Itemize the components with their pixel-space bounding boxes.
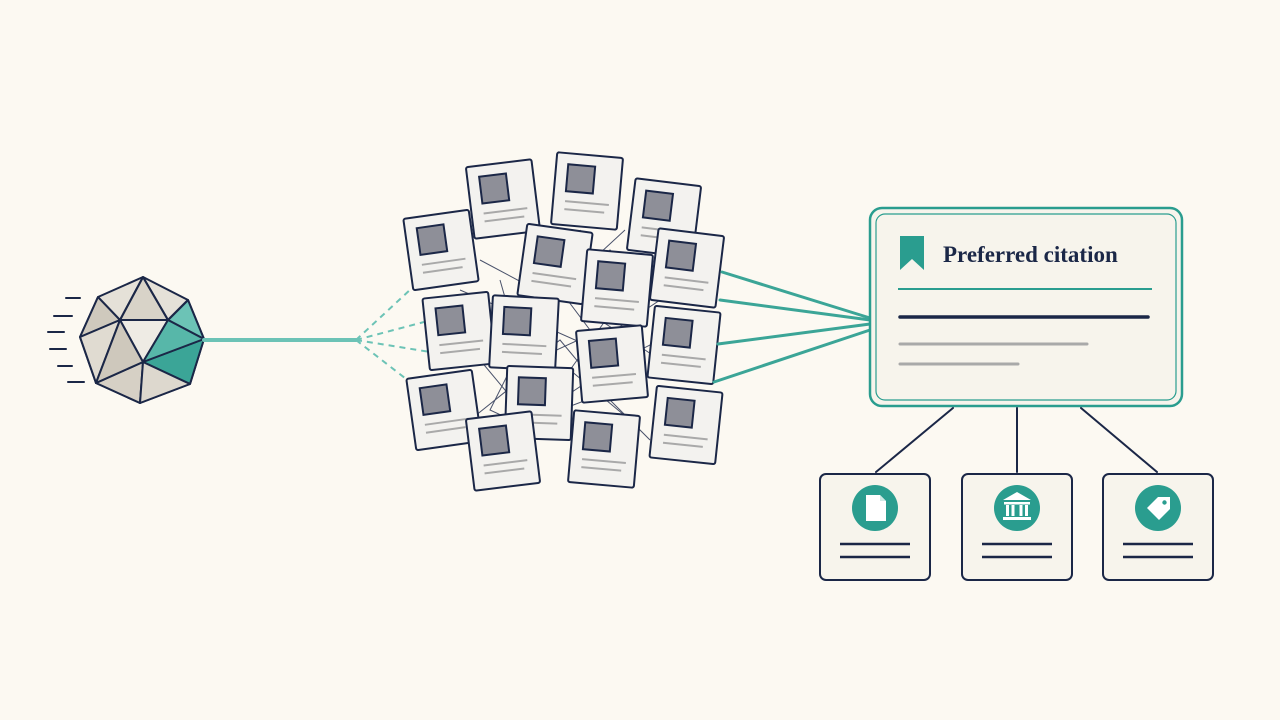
document-text-line — [581, 466, 622, 472]
document-card — [648, 384, 724, 466]
document-thumbnail — [501, 305, 533, 337]
document-text-line — [564, 200, 609, 206]
document-text-line — [594, 297, 639, 303]
document-text-line — [532, 271, 577, 281]
document-card — [402, 209, 480, 291]
document-text-line — [421, 257, 466, 266]
document-card — [550, 151, 624, 231]
document-thumbnail — [418, 383, 452, 417]
document-text-line — [425, 426, 466, 434]
document-thumbnail — [587, 337, 620, 369]
document-card — [649, 227, 725, 309]
document-text-line — [484, 467, 525, 475]
document-text-line — [662, 441, 703, 448]
document-text-line — [439, 339, 484, 347]
document-thumbnail — [663, 396, 696, 429]
attribute-connectors — [875, 407, 1158, 473]
document-text-line — [440, 347, 481, 355]
document-text-line — [592, 381, 633, 387]
document-text-line — [483, 207, 528, 215]
document-text-line — [502, 342, 547, 348]
document-text-line — [424, 417, 469, 426]
citation-title: Preferred citation — [943, 242, 1118, 267]
result-lines — [712, 270, 872, 384]
document-thumbnail — [477, 172, 511, 205]
document-card — [646, 304, 722, 386]
attribute-card-tag — [1102, 473, 1214, 581]
document-text-line — [564, 208, 605, 214]
document-thumbnail — [664, 239, 698, 272]
document-text-line — [660, 361, 701, 368]
document-text-line — [594, 305, 635, 311]
document-thumbnail — [516, 376, 547, 407]
document-text-line — [592, 372, 637, 379]
query-beam — [202, 287, 431, 383]
document-card — [405, 369, 483, 451]
document-card — [421, 290, 497, 372]
document-thumbnail — [661, 316, 694, 349]
motion-lines — [47, 297, 85, 383]
document-text-line — [483, 459, 528, 467]
document-thumbnail — [434, 304, 467, 337]
document-cluster — [402, 151, 725, 492]
document-text-line — [422, 266, 463, 274]
document-card — [567, 409, 641, 489]
document-card — [465, 158, 541, 240]
document-thumbnail — [641, 189, 675, 222]
document-card — [580, 248, 654, 328]
document-thumbnail — [594, 260, 627, 292]
bookmark-icon — [900, 236, 924, 270]
document-text-line — [501, 350, 542, 355]
document-text-line — [581, 458, 626, 464]
document-thumbnail — [477, 424, 511, 457]
institution-icon — [1003, 492, 1031, 520]
attribute-card-document — [819, 473, 931, 581]
document-thumbnail — [581, 421, 614, 453]
document-thumbnail — [564, 163, 597, 195]
query-polyhedron-icon — [79, 276, 205, 404]
attribute-card-institution — [961, 473, 1073, 581]
document-card — [575, 324, 649, 404]
document-icon — [866, 495, 886, 521]
document-card — [516, 223, 594, 305]
document-text-line — [484, 215, 525, 223]
document-thumbnail — [415, 223, 449, 257]
document-text-line — [661, 353, 706, 361]
document-text-line — [663, 433, 708, 441]
document-text-line — [531, 279, 572, 288]
document-thumbnail — [532, 235, 566, 268]
document-text-line — [664, 276, 709, 284]
document-card — [465, 410, 541, 492]
citation-card: Preferred citation — [868, 206, 1184, 408]
document-text-line — [663, 284, 704, 292]
tag-icon — [1147, 497, 1170, 520]
document-card — [488, 294, 560, 372]
